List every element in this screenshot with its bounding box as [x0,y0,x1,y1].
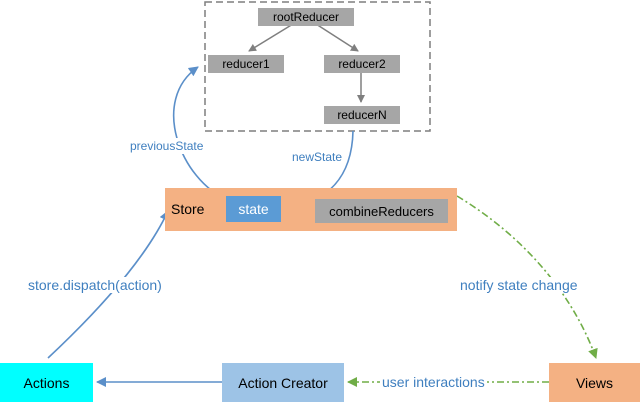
edge-root-to-reducer1 [248,23,294,52]
dispatch-label: store.dispatch(action) [26,277,164,293]
user-interactions-label: user interactions [380,374,487,390]
root-reducer-node: rootReducer [258,8,354,26]
reducerN-node: reducerN [324,106,400,124]
edge-notify [456,195,598,359]
edge-root-to-reducer2 [315,23,359,52]
previous-state-label: previousState [128,138,206,154]
state-node: state [226,196,281,222]
new-state-label: newState [290,149,345,165]
reducer-tree-frame [204,1,431,132]
combine-reducers-node: combineReducers [315,199,448,223]
notify-label: notify state change [458,277,580,293]
action-creator-node: Action Creator [222,363,344,402]
reducer1-node: reducer1 [208,55,284,73]
views-node: Views [549,363,640,402]
reducer2-node: reducer2 [324,55,400,73]
store-label: Store [171,201,205,217]
actions-node: Actions [0,363,93,402]
edge-previous-state [172,66,229,201]
